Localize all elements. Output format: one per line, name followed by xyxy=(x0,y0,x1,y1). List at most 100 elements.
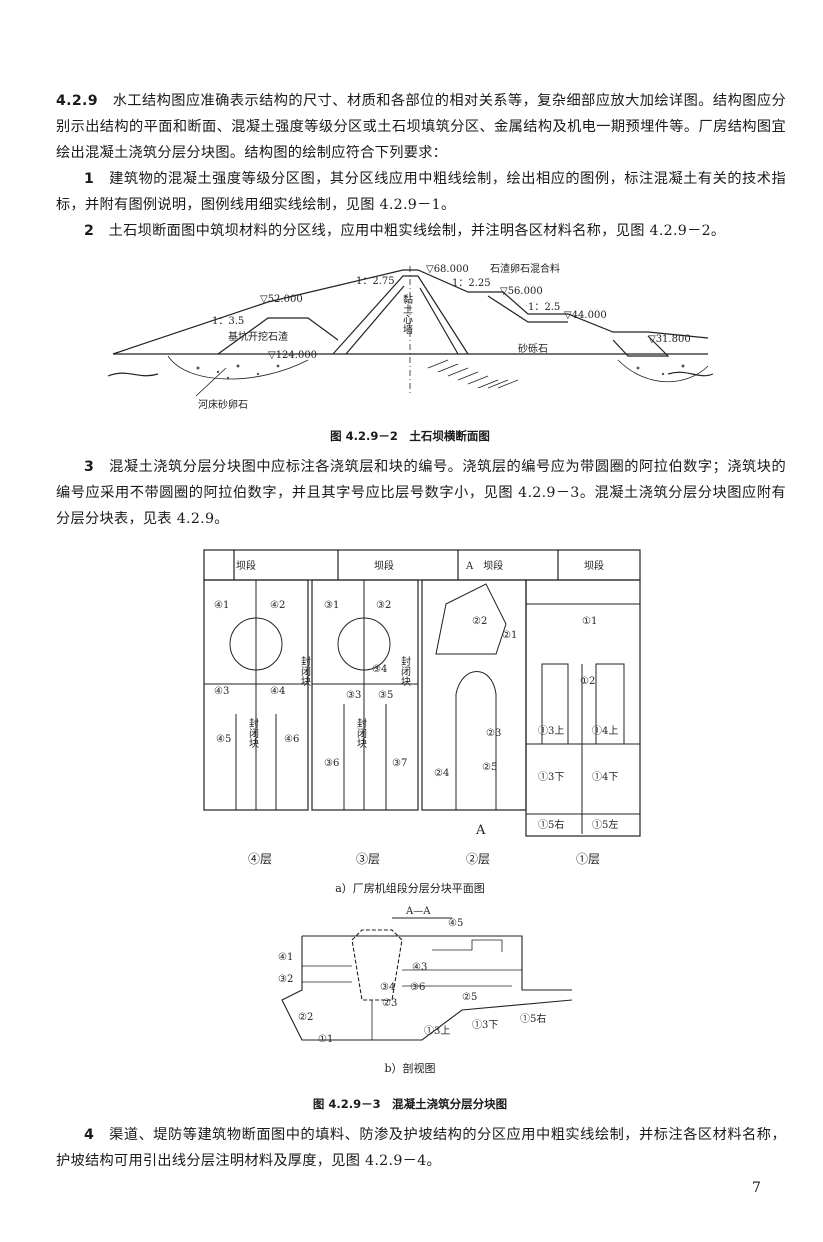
section-title: A—A xyxy=(405,906,431,917)
layer-label: ④层 xyxy=(248,852,273,866)
layer-3-column xyxy=(311,579,419,811)
paragraph-item-3: 3 混凝土浇筑分层分块图中应标注各浇筑层和块的编号。浇筑层的编号应为带圆圈的阿拉… xyxy=(56,454,786,532)
section-label: ④1 xyxy=(278,952,293,963)
section-label: ①1 xyxy=(318,1034,333,1045)
layer-labels: ④层 ③层 ②层 ①层 xyxy=(196,850,648,868)
subfigure-caption: b）剖视图 xyxy=(384,1062,436,1075)
break-line-right xyxy=(667,371,714,377)
section-label: ②5 xyxy=(462,992,477,1003)
block-label: ④5 xyxy=(216,734,231,745)
unit-core xyxy=(351,929,403,1001)
figure-pour-plan: 坝段 坝段 A 坝段 坝段 ④1 ④2 ④3 ④4 ④5 ④6 ③1 ③2 ③3… xyxy=(203,549,641,838)
slope-label: 1：2.5 xyxy=(528,302,560,313)
section-outline xyxy=(281,936,572,1041)
figure-caption: 图 4.2.9－2 土石坝横断面图 xyxy=(330,429,490,443)
block-label: ①5左 xyxy=(592,818,618,831)
paragraph-item-2: 2 土石坝断面图中筑坝材料的分区线，应用中粗实线绘制，并注明各区材料名称，见图 … xyxy=(56,218,786,244)
elevation-label: ▽124.000 xyxy=(268,350,317,361)
block-label: ③1 xyxy=(324,600,339,611)
layer-label: ②层 xyxy=(466,852,491,866)
seal-block-label: 封闭块 xyxy=(399,655,411,687)
block-label: ②1 xyxy=(502,630,517,641)
material-label-vertical: 黏土心墙 xyxy=(401,293,413,335)
elevation-label: ▽31.800 xyxy=(648,334,691,345)
draft-tube-walls xyxy=(235,704,387,810)
block-label: ③5 xyxy=(378,690,393,701)
section-label: ①3上 xyxy=(424,1025,450,1037)
layer-label: ③层 xyxy=(356,852,381,866)
upstream-cofferdam xyxy=(217,317,339,355)
paragraph-item-4: 4 渠道、堤防等建筑物断面图中的填料、防渗及护坡结构的分区应用中粗实线绘制，并标… xyxy=(56,1122,786,1174)
section-label: ②2 xyxy=(298,1012,313,1023)
material-label: 石渣卵石混合料 xyxy=(490,262,560,275)
section-label: ④3 xyxy=(412,962,427,973)
downstream-zone-1 xyxy=(487,295,568,323)
seal-block-label: 封闭块 xyxy=(299,655,311,687)
section-label: ③2 xyxy=(278,974,293,985)
riverbed-gravel-zone xyxy=(167,355,309,380)
riverbed-gravel-zone-right xyxy=(617,359,709,383)
block-label: ③6 xyxy=(324,758,339,769)
item-number: 2 xyxy=(84,223,95,239)
material-label: 砂砾石 xyxy=(518,342,548,355)
block-label: ②4 xyxy=(434,768,449,779)
seal-block-label: 封闭块 xyxy=(355,717,367,749)
block-label: ②5 xyxy=(482,762,497,773)
elevation-label: ▽52.000 xyxy=(260,294,303,305)
header-cell: 坝段 xyxy=(236,559,256,572)
figure-section-view: A—A ④5 ④1 ③2 ②2 ①1 ④3 ③4 ③6 ②3 ②5 ①3上 ①3… xyxy=(278,906,572,1045)
block-label: ④6 xyxy=(284,734,299,745)
header-cell: A 坝段 xyxy=(465,559,503,572)
block-label: ④2 xyxy=(270,600,285,611)
unit-bore-circle xyxy=(229,617,283,671)
layer-label: ①层 xyxy=(576,852,601,866)
elevation-label: ▽56.000 xyxy=(500,286,543,297)
material-label: 河床砂卵石 xyxy=(198,398,248,411)
slope-label: 1：2.75 xyxy=(356,276,395,287)
paragraph-item-1: 1 建筑物的混凝土强度等级分区图，其分区线应用中粗线绘制，绘出相应的图例，标注混… xyxy=(56,166,786,218)
material-label: 基坑开挖石渣 xyxy=(228,330,288,343)
layer-2-block xyxy=(435,583,507,655)
section-divisions xyxy=(302,965,522,1040)
item-number: 1 xyxy=(84,171,95,187)
block-label: ①4上 xyxy=(592,725,618,737)
figure-earth-rock-dam: 1：2.75 1：3.5 1：2.25 1：2.5 ▽68.000 ▽52.00… xyxy=(108,262,714,411)
item-number: 4 xyxy=(84,1127,95,1143)
break-line-left xyxy=(108,372,159,377)
elevation-label: ▽68.000 xyxy=(426,264,469,275)
block-label: ①2 xyxy=(580,676,595,687)
block-label: ①3上 xyxy=(538,725,564,737)
paragraph-text: 土石坝断面图中筑坝材料的分区线，应用中粗实线绘制，并注明各区材料名称，见图 4.… xyxy=(108,223,726,239)
slope-label: 1：3.5 xyxy=(212,316,244,327)
core-filter xyxy=(345,285,459,355)
slope-label: 1：2.25 xyxy=(452,278,491,289)
paragraph-text: 混凝土浇筑分层分块图中应标注各浇筑层和块的编号。浇筑层的编号应为带圆圈的阿拉伯数… xyxy=(56,459,786,527)
paragraph-text: 水工结构图应准确表示结构的尺寸、材质和各部位的相对关系等，复杂细部应放大加绘详图… xyxy=(56,93,786,161)
block-label: ④1 xyxy=(214,600,229,611)
header-cell: 坝段 xyxy=(584,559,604,572)
clause-number: 4.2.9 xyxy=(56,93,98,109)
item-number: 3 xyxy=(84,459,95,475)
riverbed-leader xyxy=(195,367,227,397)
section-outline-top xyxy=(302,935,572,991)
paragraph-text: 建筑物的混凝土强度等级分区图，其分区线应用中粗线绘制，绘出相应的图例，标注混凝土… xyxy=(56,171,786,213)
paragraph-text: 渠道、堤防等建筑物断面图中的填料、防渗及护坡结构的分区应用中粗实线绘制，并标注各… xyxy=(56,1127,786,1169)
section-label: ②3 xyxy=(382,998,397,1009)
block-label: ③3 xyxy=(346,690,361,701)
block-label: ②2 xyxy=(472,616,487,627)
elevation-label: ▽44.000 xyxy=(564,310,607,321)
block-label: ③2 xyxy=(376,600,391,611)
section-label: ①5右 xyxy=(520,1012,546,1025)
layer-3-dividers xyxy=(312,580,418,810)
layer-1-dividers xyxy=(526,603,640,834)
block-label: ①3下 xyxy=(538,771,564,783)
block-label: ①4下 xyxy=(592,771,618,783)
block-label: ③4 xyxy=(372,664,387,675)
section-label: ④5 xyxy=(448,918,463,929)
block-label: ①5右 xyxy=(538,818,564,831)
paragraph-4-2-9: 4.2.9 水工结构图应准确表示结构的尺寸、材质和各部位的相对关系等，复杂细部应… xyxy=(56,88,786,166)
section-steps xyxy=(432,939,503,952)
header-dividers xyxy=(233,550,559,580)
header-row xyxy=(203,549,641,581)
